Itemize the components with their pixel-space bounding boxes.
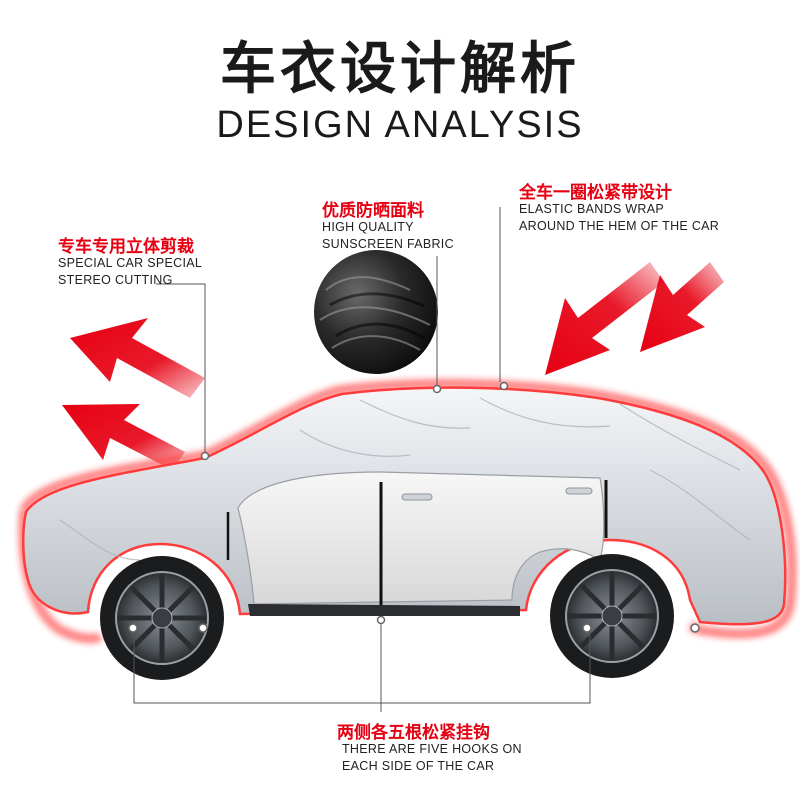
feature-elastic-title: 全车一圈松紧带设计 bbox=[519, 183, 672, 203]
front-wheel bbox=[100, 556, 224, 680]
feature-hooks-line2: EACH SIDE OF THE CAR bbox=[342, 759, 495, 773]
page-title: 车衣设计解析 bbox=[220, 37, 580, 102]
feature-stereo-cutting-line2: STEREO CUTTING bbox=[58, 273, 173, 287]
leader-lines bbox=[133, 207, 591, 712]
red-arrow-left-upper bbox=[70, 318, 205, 398]
rear-wheel bbox=[550, 554, 674, 678]
red-arrow-right-2 bbox=[640, 262, 724, 352]
feature-stereo-cutting-line1: SPECIAL CAR SPECIAL bbox=[58, 256, 203, 270]
feature-hooks-line1: THERE ARE FIVE HOOKS ON bbox=[342, 742, 522, 756]
feature-fabric-title: 优质防晒面料 bbox=[322, 201, 424, 221]
feature-fabric-line2: SUNSCREEN FABRIC bbox=[322, 237, 454, 251]
red-arrow-left-lower bbox=[62, 404, 185, 470]
red-arrow-right-1 bbox=[545, 262, 664, 375]
feature-elastic-line2: AROUND THE HEM OF THE CAR bbox=[519, 219, 720, 233]
feature-fabric-line1: HIGH QUALITY bbox=[322, 220, 414, 234]
feature-elastic-line1: ELASTIC BANDS WRAP bbox=[519, 202, 665, 216]
car-door-panel bbox=[237, 471, 605, 605]
fabric-sample-swatch bbox=[314, 250, 438, 374]
feature-stereo-cutting-title: 专车专用立体剪裁 bbox=[58, 237, 194, 257]
page-subtitle: DESIGN ANALYSIS bbox=[216, 104, 584, 146]
feature-hooks-title: 两侧各五根松紧挂钩 bbox=[337, 723, 490, 743]
